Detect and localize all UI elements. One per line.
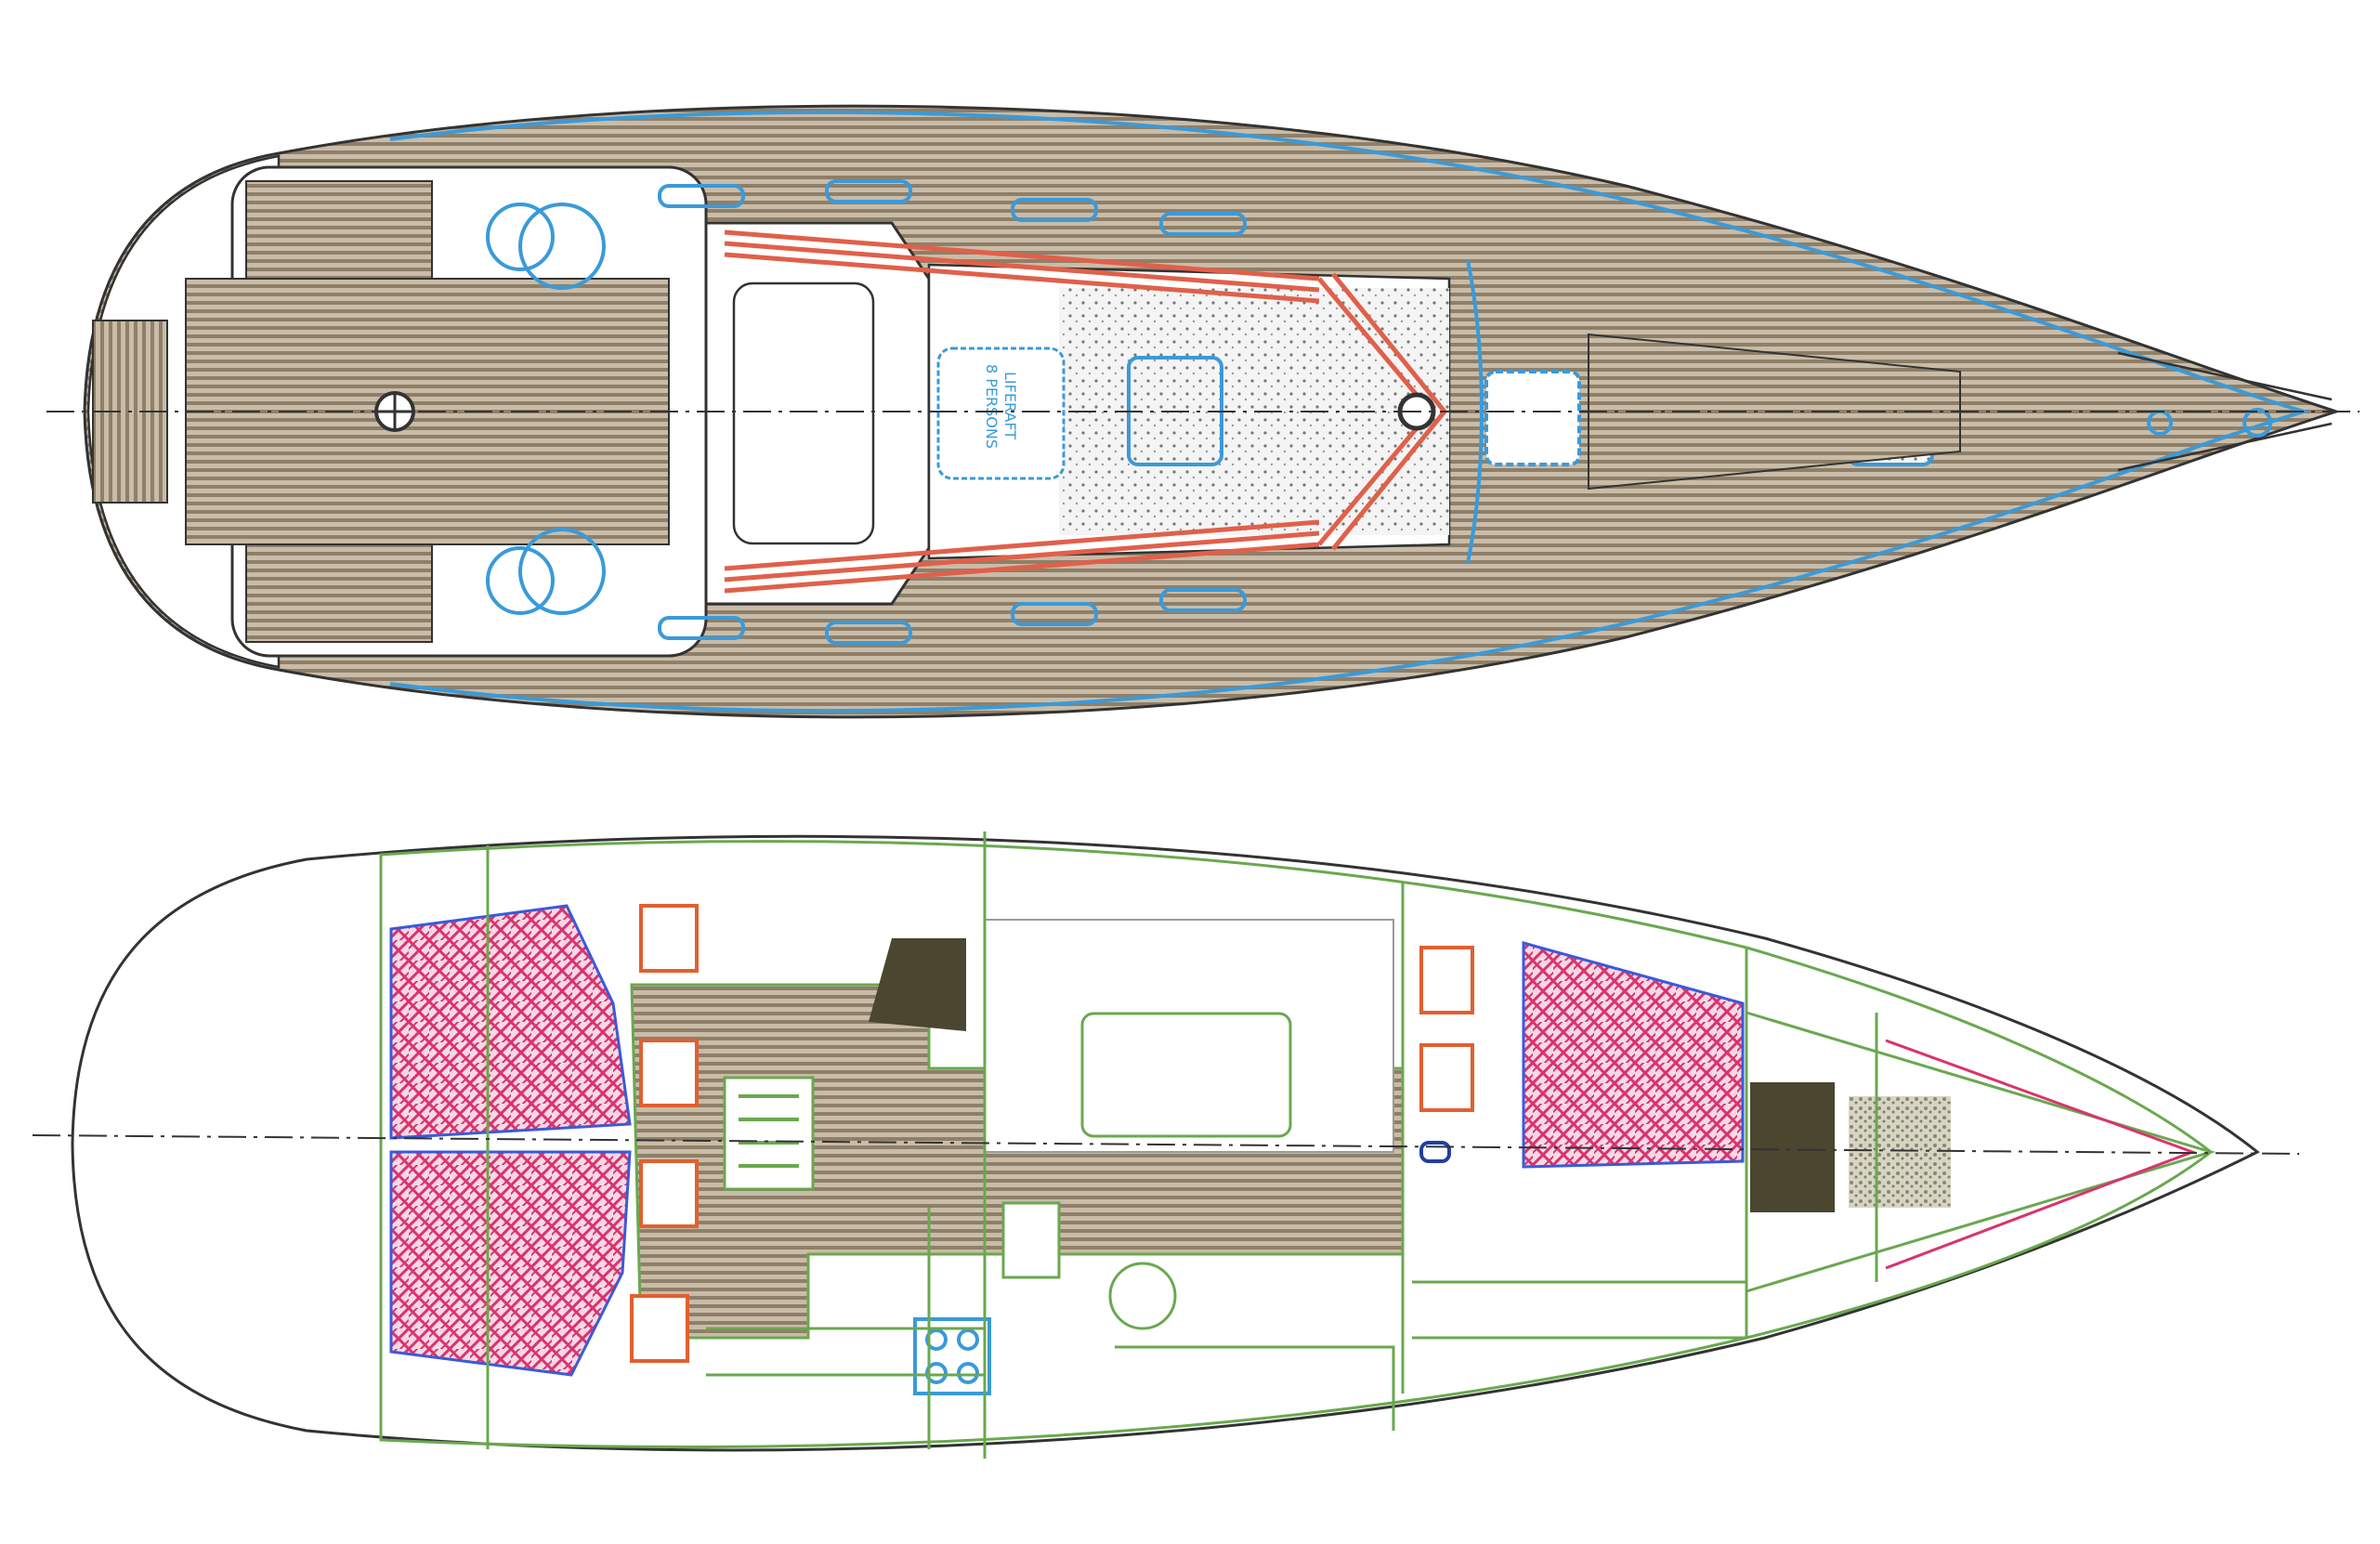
liferaft-label-line2: 8 PERSONS [983,364,1000,449]
liferaft: LIFERAFT 8 PERSONS [936,347,1066,480]
chain-locker [1849,1096,1951,1208]
genoa-tracks [724,229,1448,594]
deck-hatch-forward [1484,370,1581,466]
dark-locker-forward [1750,1082,1835,1212]
bow-roller [2117,351,2333,472]
aft-berth-starboard [389,1150,632,1377]
galley-stove [913,1317,991,1395]
forepeak-outline [1885,1039,2197,1270]
shroud-track [1466,259,1484,564]
interior-centerline [32,1134,2300,1155]
sliding-hatch [732,281,875,545]
deck-plan: LIFERAFT 8 PERSONS [46,104,2360,719]
aft-berth-port [389,904,632,1140]
saloon-table [1080,1012,1292,1138]
liferaft-label-line1: LIFERAFT [1001,372,1019,439]
forward-berth [1522,941,1745,1169]
interior-plan [32,831,2300,1459]
nav-seat [1108,1262,1177,1330]
cushions [630,904,1474,1363]
portlights [658,179,1247,645]
bulkheads [379,831,2217,1459]
galley-sink [1001,1201,1061,1279]
winches [486,203,606,615]
head-toilet [1419,1141,1451,1163]
dark-locker-aft [869,938,966,1031]
windlass-icon [2243,408,2272,438]
stove-burners-icon [925,1328,979,1384]
